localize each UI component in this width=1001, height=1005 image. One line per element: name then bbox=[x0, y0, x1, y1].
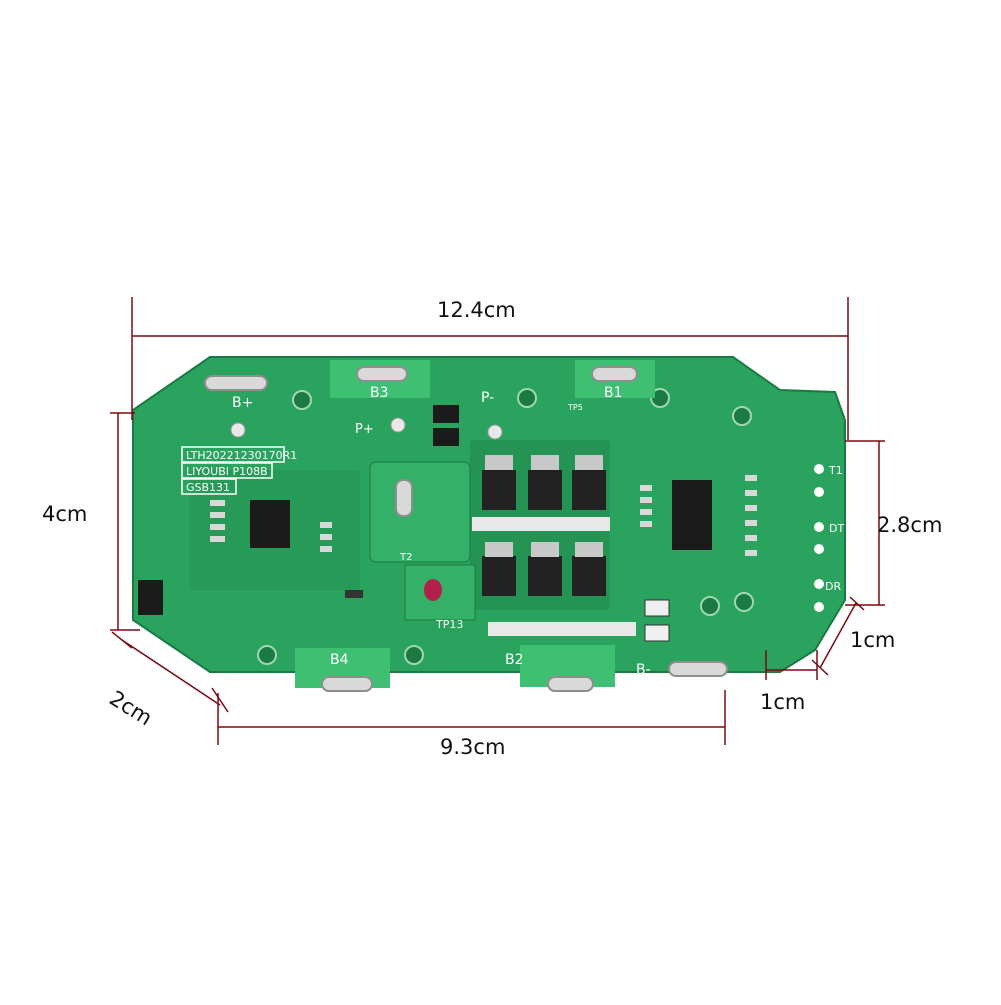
dimension-right-diagonal: 1cm bbox=[850, 628, 896, 652]
pad-label-p-plus: P+ bbox=[355, 422, 374, 437]
dimension-left-height: 4cm bbox=[42, 502, 88, 526]
dimension-right-height: 2.8cm bbox=[877, 513, 943, 537]
pad-label-b4: B4 bbox=[330, 652, 349, 668]
pad-label-b1: B1 bbox=[604, 385, 623, 401]
t2-lower-region bbox=[404, 564, 476, 621]
pad-label-p-minus: P- bbox=[481, 390, 494, 406]
pad-label-b2: B2 bbox=[505, 652, 524, 668]
label-row-2: LIYOUBI P108B bbox=[186, 465, 268, 478]
p-minus-pad bbox=[487, 424, 503, 440]
smd-components bbox=[210, 475, 757, 642]
red-marker bbox=[424, 579, 442, 601]
dimension-bottom-width: 9.3cm bbox=[440, 735, 506, 759]
label-boxes bbox=[181, 446, 285, 495]
pad-label-b3: B3 bbox=[370, 385, 389, 401]
p-plus-pad bbox=[390, 417, 406, 433]
test-point-tp5: TP5 bbox=[567, 403, 583, 412]
part-code: 44863993122-221221 bbox=[398, 677, 465, 684]
pad-label-b-minus: B- bbox=[636, 662, 651, 678]
dimension-notch-width: 1cm bbox=[760, 690, 806, 714]
t2-region bbox=[369, 461, 471, 563]
label-row-1: LTH20221230170R1 bbox=[186, 449, 297, 462]
side-label-dt: DT bbox=[829, 522, 844, 535]
mosfets bbox=[472, 455, 636, 636]
label-row-3: GSB131 bbox=[186, 481, 230, 494]
side-pads bbox=[814, 464, 824, 612]
side-label-t1: T1 bbox=[828, 464, 843, 477]
test-point-t2: T2 bbox=[399, 552, 412, 563]
side-label-dr: DR bbox=[825, 580, 841, 593]
mounting-holes bbox=[257, 388, 754, 665]
b-plus-pad bbox=[230, 422, 246, 438]
pad-label-b-plus: B+ bbox=[232, 395, 253, 411]
dimension-top-width: 12.4cm bbox=[437, 298, 516, 322]
ic-chips bbox=[138, 405, 712, 615]
dimension-lines bbox=[110, 297, 885, 745]
test-point-tp13: TP13 bbox=[435, 618, 463, 631]
